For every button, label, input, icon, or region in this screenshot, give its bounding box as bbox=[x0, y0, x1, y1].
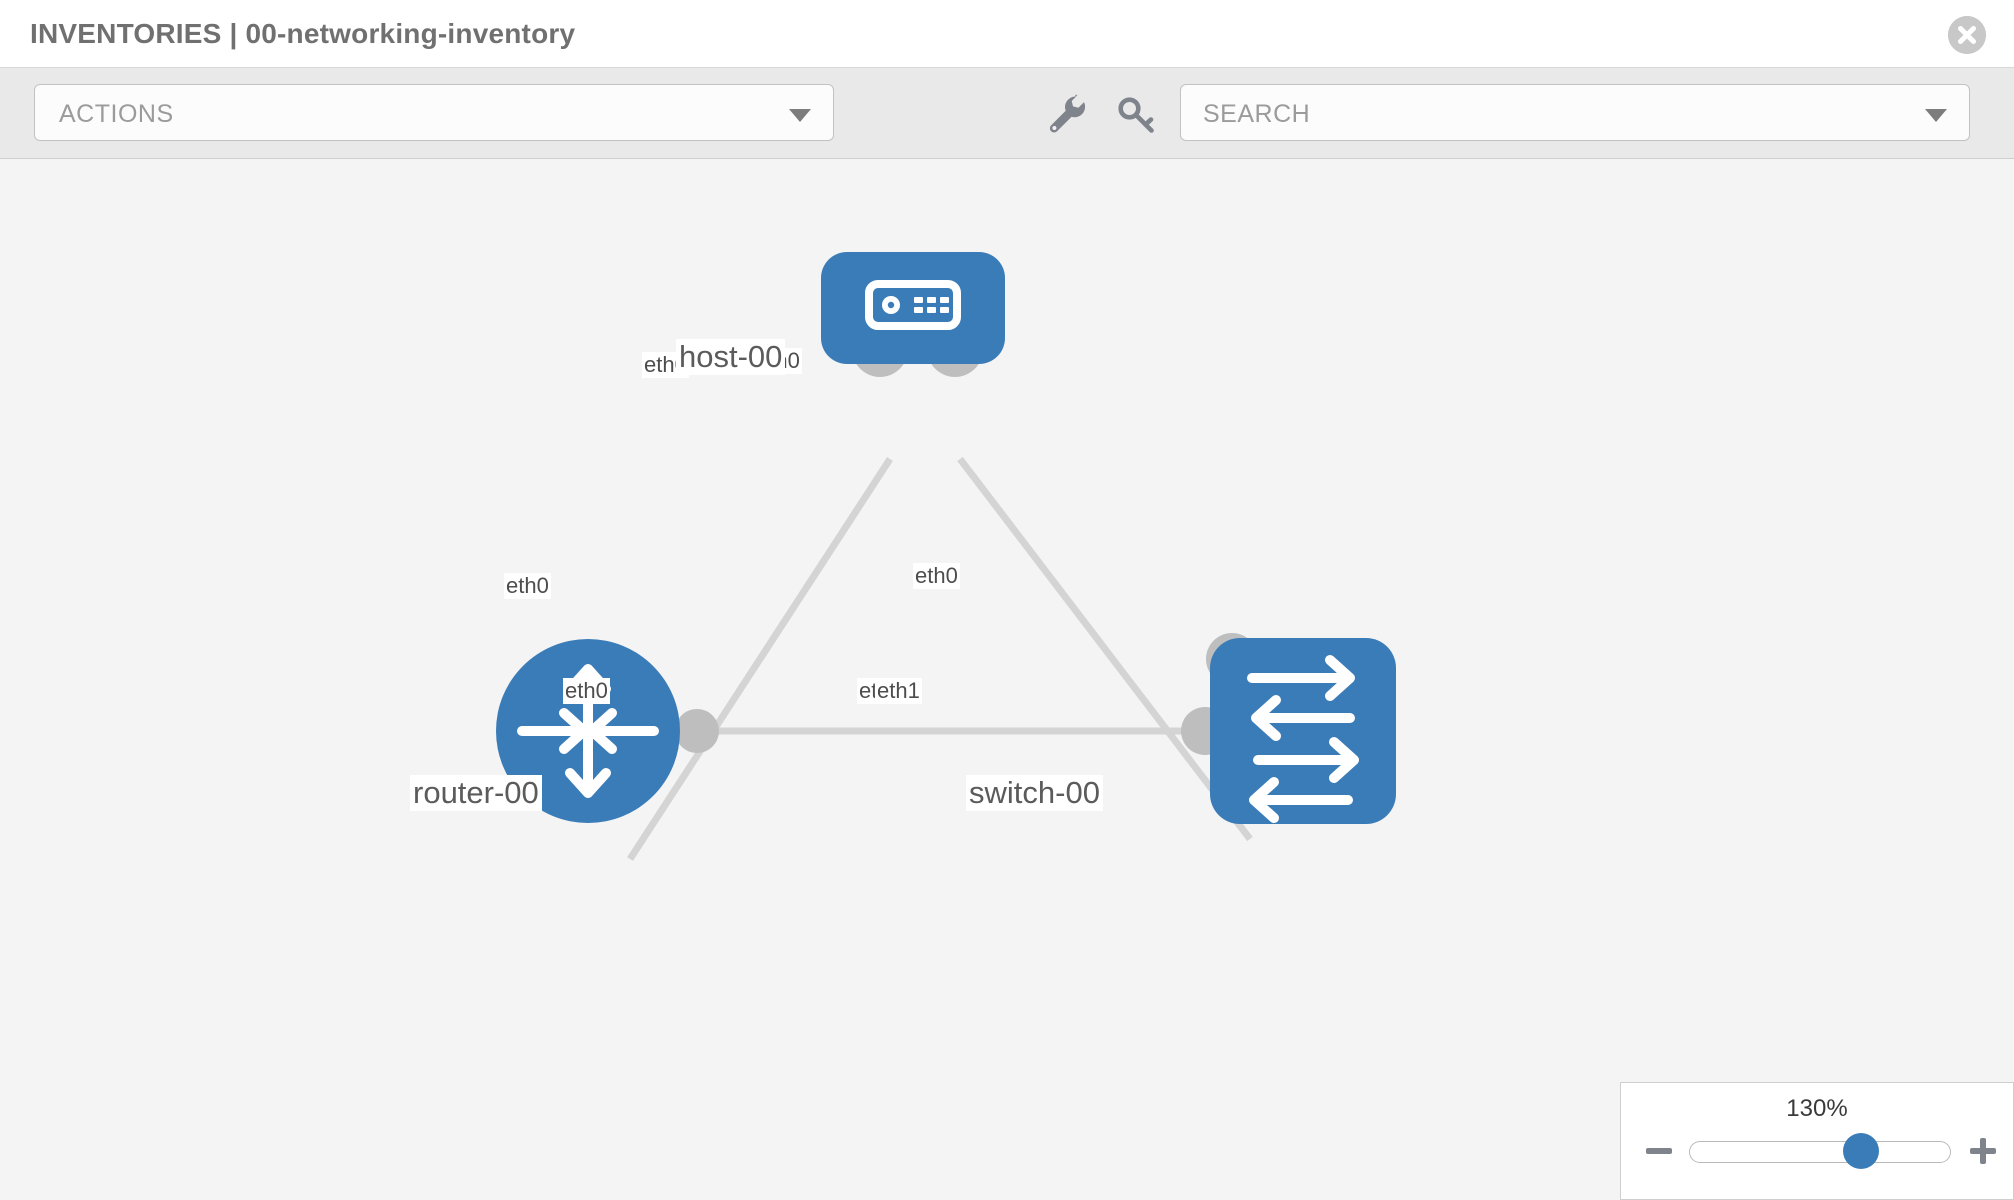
page-title: INVENTORIES | 00-networking-inventory bbox=[30, 18, 576, 49]
port-router-right bbox=[675, 709, 719, 753]
port-label: eth0 bbox=[563, 678, 610, 705]
zoom-slider-track[interactable] bbox=[1689, 1141, 1951, 1163]
node-switch-00[interactable] bbox=[1210, 638, 1396, 824]
minus-icon[interactable] bbox=[1643, 1135, 1675, 1167]
chevron-down-icon[interactable] bbox=[1925, 109, 1947, 122]
topology-links bbox=[627, 456, 1253, 861]
close-icon[interactable] bbox=[1948, 16, 1986, 54]
switch-arrows-icon bbox=[1247, 655, 1359, 823]
port-label: eth0 bbox=[913, 563, 960, 590]
topology-canvas[interactable]: eth0 eth0 eth0 eth0 eth0 eth eth1 host-0… bbox=[0, 159, 2014, 1200]
server-icon bbox=[865, 280, 961, 330]
node-host-00[interactable] bbox=[821, 252, 1005, 364]
link-host-router bbox=[627, 457, 893, 861]
chevron-down-icon bbox=[789, 109, 811, 122]
search-placeholder: SEARCH bbox=[1203, 100, 1311, 128]
topology-graph bbox=[496, 252, 1396, 861]
port-label: eth0 bbox=[504, 573, 551, 600]
zoom-level-value: 130% bbox=[1786, 1095, 1848, 1122]
search-input[interactable]: SEARCH bbox=[1180, 84, 1970, 141]
port-label: eth1 bbox=[875, 678, 922, 705]
page-header: INVENTORIES | 00-networking-inventory bbox=[0, 0, 2014, 68]
node-label-router-00: router-00 bbox=[410, 775, 542, 812]
node-label-switch-00: switch-00 bbox=[966, 775, 1103, 812]
actions-dropdown-label: ACTIONS bbox=[59, 100, 174, 128]
actions-dropdown[interactable]: ACTIONS bbox=[34, 84, 834, 141]
node-label-host-00: host-00 bbox=[676, 339, 786, 376]
zoom-control-panel: 130% bbox=[1620, 1082, 2014, 1200]
key-icon[interactable] bbox=[1113, 90, 1159, 136]
wrench-icon[interactable] bbox=[1043, 90, 1089, 136]
node-router-00[interactable] bbox=[496, 639, 680, 823]
plus-icon[interactable] bbox=[1967, 1135, 1999, 1167]
zoom-slider-thumb[interactable] bbox=[1843, 1133, 1879, 1169]
link-host-switch bbox=[957, 456, 1253, 842]
topology-ports bbox=[675, 321, 1258, 755]
